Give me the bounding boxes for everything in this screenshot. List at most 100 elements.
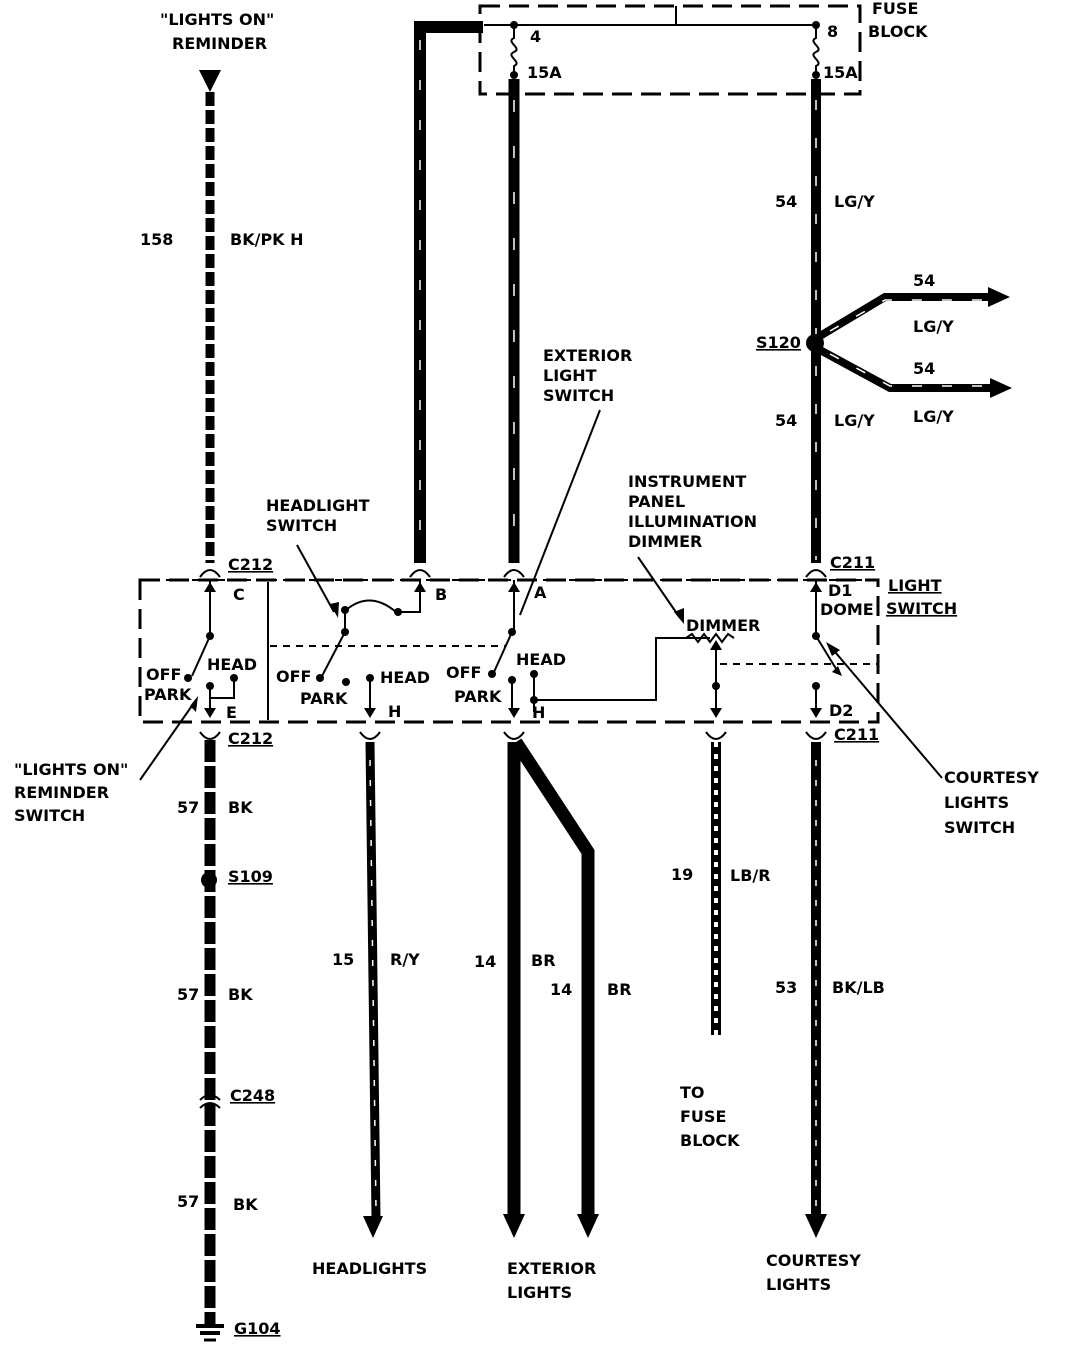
wire-number: 54 xyxy=(913,271,935,290)
pin-label: H xyxy=(532,703,545,722)
reminder-switch-label: SWITCH xyxy=(14,806,85,825)
arrow-down-icon xyxy=(199,70,221,92)
light-switch-label: SWITCH xyxy=(886,599,957,618)
wire-color: BK xyxy=(228,985,253,1004)
courtesy-lights-switch-label: LIGHTS xyxy=(944,793,1009,812)
wire-color: BK/LB xyxy=(832,978,885,997)
switch-position-off: OFF xyxy=(146,665,181,684)
g104-label: G104 xyxy=(234,1319,281,1338)
switch-position-park: PARK xyxy=(144,685,192,704)
c212-label: C212 xyxy=(228,729,273,748)
headlight-switch-label: SWITCH xyxy=(266,516,337,535)
courtesy-lights-label: LIGHTS xyxy=(766,1275,831,1294)
arrow-right-icon xyxy=(990,378,1012,398)
switch-position-head: HEAD xyxy=(207,655,257,674)
instrument-panel-dimmer-label: ILLUMINATION xyxy=(628,512,757,531)
lights-on-reminder-label: REMINDER xyxy=(172,34,267,53)
wire-number: 57 xyxy=(177,1192,199,1211)
wire-number: 54 xyxy=(913,359,935,378)
wire-color: BK/PK H xyxy=(230,230,304,249)
lights-on-reminder-label: "LIGHTS ON" xyxy=(160,10,274,29)
leader-line xyxy=(637,556,681,619)
wire-color: LG/Y xyxy=(913,407,954,426)
fuse-rating: 15A xyxy=(527,63,562,82)
wire-color: LG/Y xyxy=(834,192,875,211)
fuse-block xyxy=(478,4,862,96)
fuse-number: 8 xyxy=(827,22,838,41)
wire-number: 54 xyxy=(775,192,797,211)
instrument-panel-dimmer-label: PANEL xyxy=(628,492,685,511)
c212-connector xyxy=(199,569,221,578)
fuse-rating: 15A xyxy=(823,63,858,82)
pin-label: C xyxy=(233,585,245,604)
wire-color: BR xyxy=(607,980,632,999)
pin-label: E xyxy=(226,703,237,722)
s120-splice xyxy=(806,334,824,352)
feed-wire xyxy=(414,21,483,563)
dimmer xyxy=(685,632,735,718)
headlight-switch-label: HEADLIGHT xyxy=(266,496,370,515)
pin-label: D2 xyxy=(829,701,853,720)
exterior-light-switch-label: EXTERIOR xyxy=(543,346,632,365)
exterior-light-switch xyxy=(488,580,710,718)
wire-number: 53 xyxy=(775,978,797,997)
fuse-block-label: FUSE xyxy=(872,0,918,18)
reminder-switch-label: REMINDER xyxy=(14,783,109,802)
fuse-number: 4 xyxy=(530,27,541,46)
exterior-light-switch-label: LIGHT xyxy=(543,366,597,385)
leader-line xyxy=(829,645,943,779)
exterior-light-switch-label: SWITCH xyxy=(543,386,614,405)
switch-position-head: HEAD xyxy=(380,668,430,687)
exterior-lights-label: LIGHTS xyxy=(507,1283,572,1302)
wire-color: R/Y xyxy=(390,950,420,969)
arrow-down-icon xyxy=(363,1216,383,1238)
wire-number: 158 xyxy=(140,230,173,249)
dimmer-label: DIMMER xyxy=(686,616,760,635)
courtesy-switch xyxy=(810,580,842,718)
ground-icon xyxy=(196,1324,224,1342)
wire-color: LG/Y xyxy=(834,411,875,430)
arrow-down-icon xyxy=(577,1214,599,1238)
pin-label: A xyxy=(534,583,547,602)
wire-color: LB/R xyxy=(730,866,771,885)
exterior-lights-label: EXTERIOR xyxy=(507,1259,596,1278)
wire-number: 14 xyxy=(474,952,496,971)
c211-label: C211 xyxy=(830,553,875,572)
wire-color: BR xyxy=(531,951,556,970)
arrow-right-icon xyxy=(988,287,1010,307)
arrow-down-icon xyxy=(805,1214,827,1238)
c248-label: C248 xyxy=(230,1086,275,1105)
c211-connector xyxy=(805,569,827,578)
connector-a xyxy=(503,569,525,578)
instrument-panel-dimmer-label: INSTRUMENT xyxy=(628,472,746,491)
switch-position-park: PARK xyxy=(454,687,502,706)
switch-position-off: OFF xyxy=(276,667,311,686)
s109-label: S109 xyxy=(228,867,273,886)
wire-number: 15 xyxy=(332,950,354,969)
arrow-down-icon xyxy=(503,1214,525,1238)
wire-number: 54 xyxy=(775,411,797,430)
wire-color: BK xyxy=(228,798,253,817)
c212-label: C212 xyxy=(228,555,273,574)
courtesy-lights-label: COURTESY xyxy=(766,1251,861,1270)
to-fuse-block-label: TO xyxy=(680,1083,705,1102)
c248-connector xyxy=(199,1094,221,1101)
connector-b xyxy=(409,569,431,578)
switch-position-park: PARK xyxy=(300,689,348,708)
s109-splice xyxy=(201,872,217,888)
leader-line xyxy=(296,544,335,613)
switch-position-head: HEAD xyxy=(516,650,566,669)
wire-number: 57 xyxy=(177,798,199,817)
headlights-label: HEADLIGHTS xyxy=(312,1259,427,1278)
s120-label: S120 xyxy=(756,333,801,352)
switch-position-off: OFF xyxy=(446,663,481,682)
wire-14 xyxy=(510,738,595,1218)
wire-number: 19 xyxy=(671,865,693,884)
to-fuse-block-label: FUSE xyxy=(680,1107,726,1126)
courtesy-lights-switch-label: SWITCH xyxy=(944,818,1015,837)
wire-54-branch xyxy=(817,293,990,340)
wire-number: 57 xyxy=(177,985,199,1004)
reminder-switch-label: "LIGHTS ON" xyxy=(14,760,128,779)
wire-color: BK xyxy=(233,1195,258,1214)
